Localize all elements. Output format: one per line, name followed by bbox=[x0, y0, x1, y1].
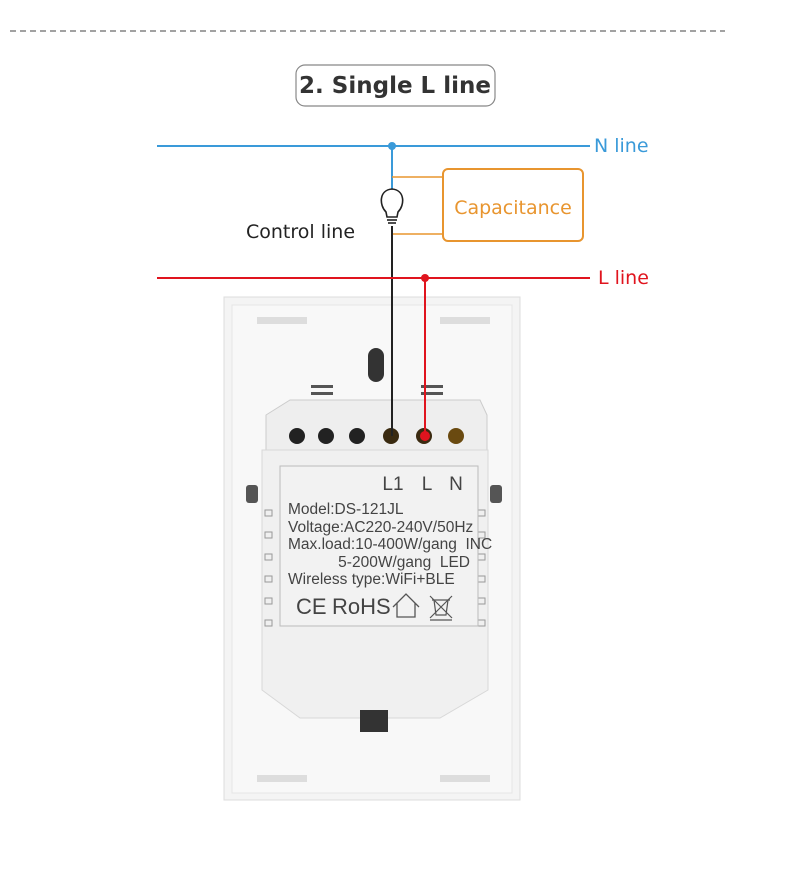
voltage-text: Voltage:AC220-240V/50Hz bbox=[288, 519, 473, 536]
terminal-label-l: L bbox=[422, 474, 433, 495]
indoor-use-icon bbox=[392, 593, 420, 618]
light-bulb-icon bbox=[380, 188, 404, 224]
terminal-label-n: N bbox=[449, 474, 463, 495]
model-text: Model:DS-121JL bbox=[288, 501, 404, 518]
l-terminal-point bbox=[420, 431, 430, 441]
weee-bin-icon bbox=[429, 595, 453, 621]
control-line-label: Control line bbox=[246, 221, 355, 243]
n-line-label: N line bbox=[594, 135, 649, 157]
title-badge bbox=[295, 64, 496, 107]
rating-plate: L1 L N Model:DS-121JL Voltage:AC220-240V… bbox=[279, 465, 492, 627]
wireless-text: Wireless type:WiFi+BLE bbox=[288, 571, 455, 588]
ce-mark: CE bbox=[296, 594, 327, 619]
l-line-label: L line bbox=[598, 267, 649, 289]
capacitance-label: Capacitance bbox=[454, 197, 572, 219]
rohs-mark: RoHS bbox=[332, 594, 391, 619]
max-load-inc-text: Max.load:10-400W/gang INC bbox=[288, 536, 492, 553]
capacitance-box bbox=[442, 168, 584, 242]
diagram-title: 2. Single L line bbox=[299, 73, 491, 99]
max-load-led-text: 5-200W/gang LED bbox=[338, 554, 470, 571]
terminal-label-l1: L1 bbox=[382, 474, 403, 495]
